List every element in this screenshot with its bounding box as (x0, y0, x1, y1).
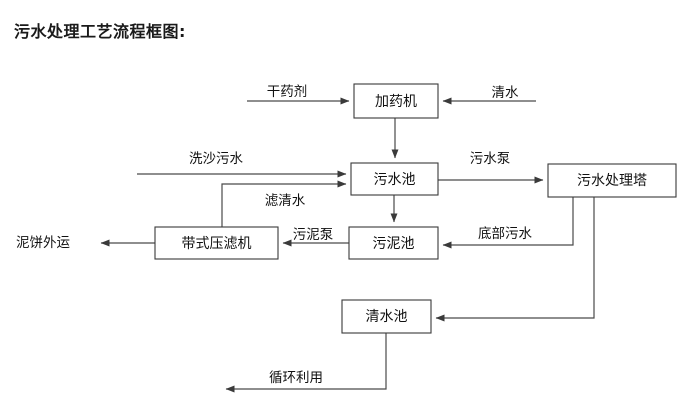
node-clearwater-pool-label: 清水池 (366, 309, 408, 325)
node-clearwater-pool[interactable]: 清水池 (341, 299, 432, 334)
page-title: 污水处理工艺流程框图: (14, 22, 186, 41)
edge-tower-to-sludge-pool (442, 197, 574, 249)
node-sludge-pool-label: 污泥池 (373, 236, 415, 252)
node-sewage-pool[interactable]: 污水池 (350, 162, 439, 196)
label-sewage-pump: 污水泵 (470, 151, 511, 167)
edge-tower-to-clearwater-pool (435, 197, 595, 322)
label-dry-agent: 干药剂 (267, 84, 308, 100)
node-dosing-machine[interactable]: 加药机 (353, 83, 439, 119)
node-treatment-tower-box (547, 163, 677, 198)
node-dosing-machine-label: 加药机 (375, 94, 417, 110)
label-sludge-pump: 污泥泵 (293, 227, 334, 243)
label-mud-cake-out: 泥饼外运 (16, 235, 70, 251)
label-recycle-use: 循环利用 (269, 370, 323, 386)
node-sludge-pool-box (348, 226, 439, 260)
node-belt-press-box (154, 226, 279, 260)
node-belt-press[interactable]: 带式压滤机 (154, 226, 279, 260)
node-dosing-machine-box (353, 83, 439, 119)
node-clearwater-pool-box (341, 299, 432, 334)
label-clean-water-in: 清水 (492, 85, 520, 101)
node-sewage-pool-box (350, 162, 439, 196)
node-sludge-pool[interactable]: 污泥池 (348, 226, 439, 260)
label-filtered-water: 滤清水 (265, 193, 306, 209)
edge-filtered-water-to-sewage-pool (221, 180, 347, 227)
node-belt-press-label: 带式压滤机 (182, 236, 252, 252)
node-sewage-pool-label: 污水池 (374, 172, 416, 188)
node-treatment-tower-label: 污水处理塔 (577, 173, 647, 189)
edge-clearwater-to-recycle (225, 333, 387, 393)
node-treatment-tower[interactable]: 污水处理塔 (547, 163, 677, 198)
label-sand-wash-water: 洗沙污水 (189, 151, 243, 167)
label-bottom-sewage: 底部污水 (478, 226, 532, 242)
